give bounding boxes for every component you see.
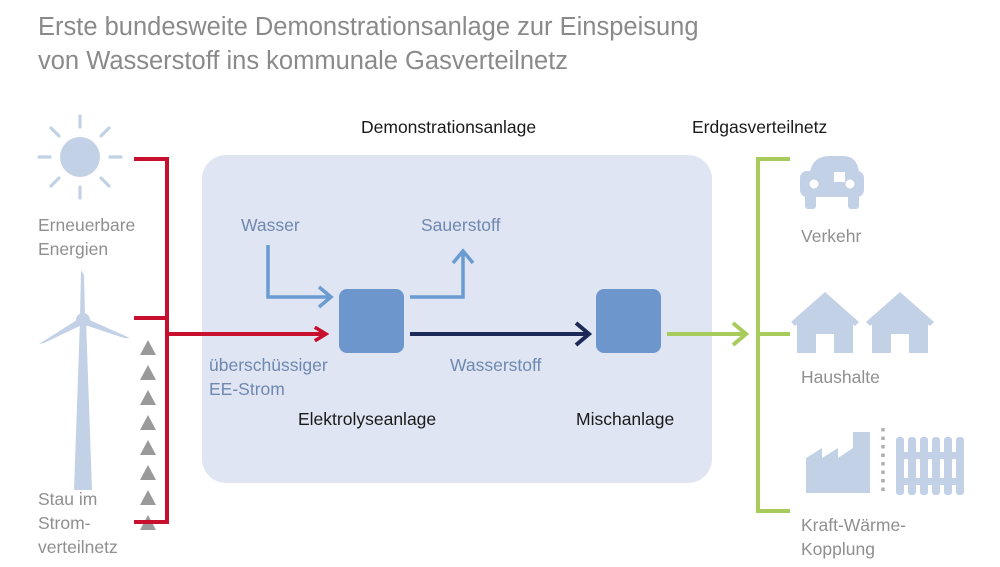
diagram-title: Erste bundesweite Demonstrationsanlage z… (38, 10, 758, 78)
house-icon (791, 292, 859, 353)
label-households: Haushalte (801, 367, 880, 387)
label-surplus-line-1: überschüssiger (209, 355, 328, 375)
gas-arrow (667, 321, 750, 347)
oxygen-arrow (410, 248, 475, 299)
label-traffic: Verkehr (801, 226, 862, 246)
label-hydrogen: Wasserstoff (450, 355, 542, 375)
sun-icon (37, 114, 123, 200)
hydrogen-arrow (410, 321, 593, 347)
gas-distribution-bus (756, 157, 790, 513)
warning-triangle-icon (140, 340, 156, 355)
car-icon (800, 156, 864, 209)
label-water: Wasser (241, 215, 300, 235)
warning-triangle-icon (140, 390, 156, 405)
heading-gas-distribution: Erdgasverteilnetz (692, 117, 828, 137)
house-icon (866, 292, 934, 353)
warning-triangle-icon (140, 365, 156, 380)
mixing-unit (596, 289, 661, 353)
label-oxygen: Sauerstoff (421, 215, 501, 235)
warning-triangle-icon (140, 490, 156, 505)
label-chp-line-1: Kraft-Wärme- (801, 515, 906, 535)
demonstration-area (202, 155, 712, 483)
factory-icon (806, 432, 870, 493)
label-congestion-line-3: verteilnetz (38, 537, 118, 557)
label-congestion-line-1: Stau im (38, 489, 98, 509)
power-bus (134, 157, 169, 524)
warning-triangle-icon (140, 440, 156, 455)
label-congestion-line-2: Strom- (38, 513, 91, 533)
water-arrow (266, 245, 334, 309)
label-renewables-line-2: Energien (38, 239, 109, 259)
grid-congestion-indicator (140, 340, 156, 530)
warning-triangle-icon (140, 465, 156, 480)
heading-demonstration-plant: Demonstrationsanlage (361, 117, 537, 137)
label-chp-line-2: Kopplung (801, 539, 875, 559)
radiator-icon (896, 437, 964, 495)
label-surplus-line-2: EE-Strom (209, 379, 285, 399)
label-renewables-line-1: Erneuerbare (38, 215, 136, 235)
wind-turbine-icon (39, 270, 130, 490)
title-line-2: von Wasserstoff ins kommunale Gasverteil… (38, 47, 569, 75)
title-line-1: Erste bundesweite Demonstrationsanlage z… (38, 13, 699, 41)
electrolysis-unit (339, 289, 404, 353)
label-electrolysis-plant: Elektrolyseanlage (298, 409, 437, 429)
label-mixing-plant: Mischanlage (576, 409, 675, 429)
warning-triangle-icon (140, 415, 156, 430)
